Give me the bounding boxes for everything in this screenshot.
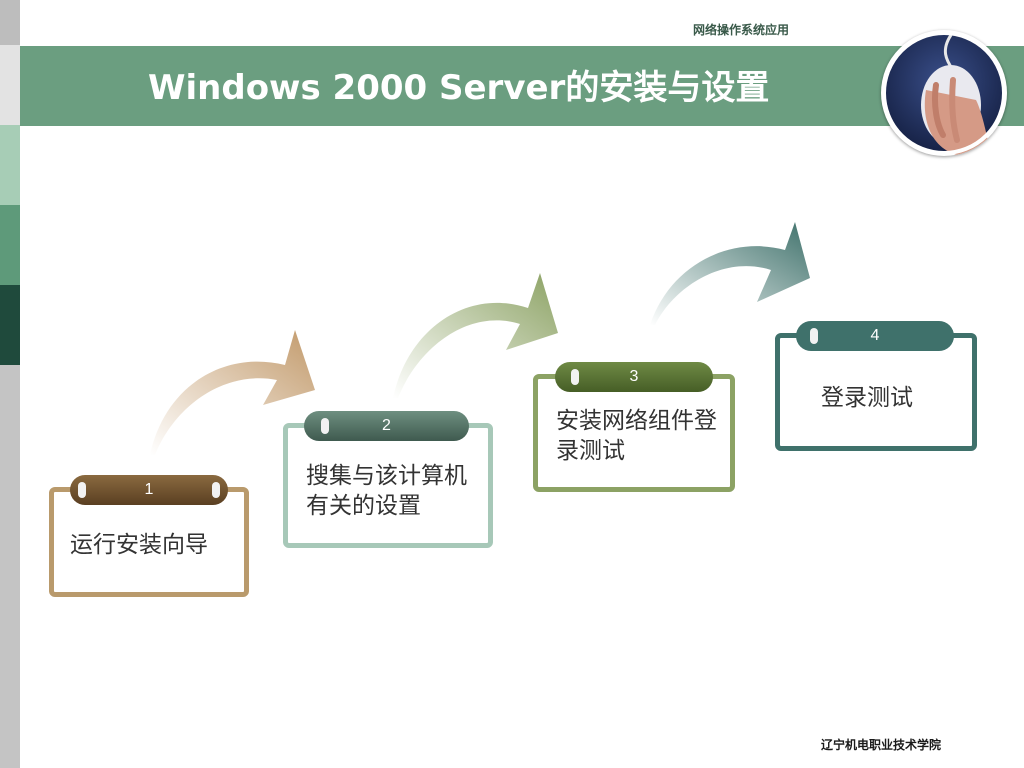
- step-text: 运行安装向导: [70, 532, 208, 558]
- left-color-strip: [0, 0, 20, 768]
- title-banner: [20, 46, 1024, 126]
- institution-footer: 辽宁机电职业技术学院: [821, 738, 942, 752]
- curved-arrow-icon: [393, 273, 558, 398]
- curved-arrow-icon: [650, 222, 810, 325]
- step-number: 4: [870, 327, 880, 344]
- step-text: 安装网络组件登录测试: [556, 408, 717, 464]
- step-number-badge: 3: [555, 362, 713, 392]
- step-number: 2: [382, 417, 391, 434]
- step-number-badge: 4: [796, 321, 954, 351]
- curved-arrow-icon: [150, 330, 315, 455]
- slide-title: Windows 2000 Server的安装与设置: [148, 68, 770, 108]
- hand-mouse-photo: [881, 30, 1007, 156]
- step-text: 登录测试: [821, 385, 913, 411]
- step-text: 搜集与该计算机有关的设置: [306, 463, 467, 519]
- step-card-2: 搜集与该计算机有关的设置: [283, 423, 493, 548]
- step-number: 3: [629, 368, 639, 385]
- course-subtitle: 网络操作系统应用: [693, 23, 790, 37]
- step-number-badge: 2: [304, 411, 469, 441]
- step-number-badge: 1: [70, 475, 228, 505]
- step-number: 1: [144, 481, 154, 498]
